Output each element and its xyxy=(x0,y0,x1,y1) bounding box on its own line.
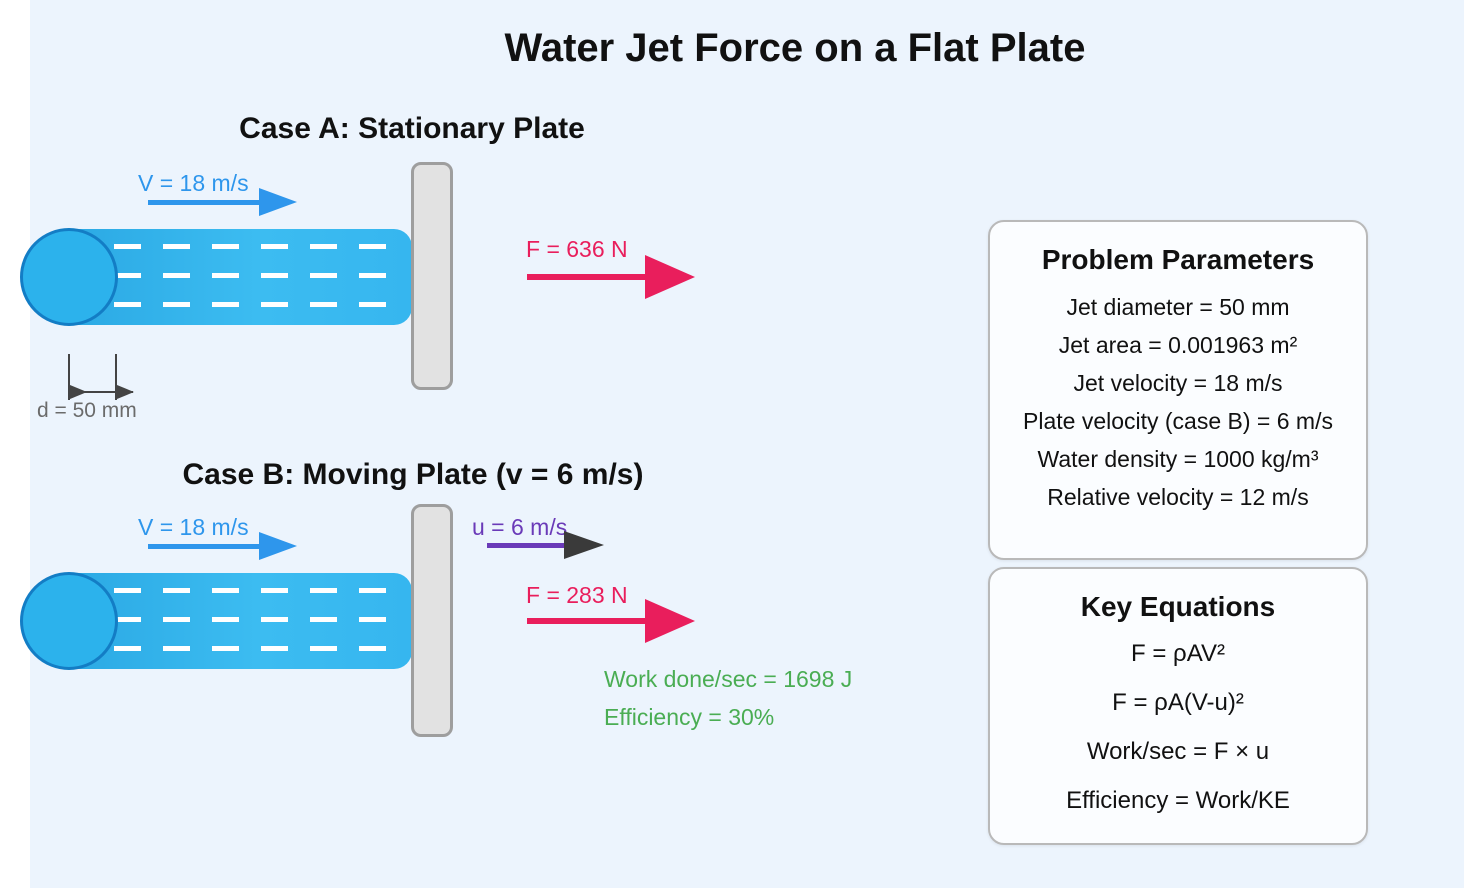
case-b-plate-velocity-arrowhead-icon xyxy=(564,531,604,559)
case-a-jet-velocity-arrow xyxy=(148,200,260,205)
case-b-plate-velocity-arrow xyxy=(487,543,566,548)
case-b-jet-velocity-label: V = 18 m/s xyxy=(138,514,249,540)
case-b-force-arrow xyxy=(527,618,647,624)
case-a-jet-velocity-label: V = 18 m/s xyxy=(138,170,249,196)
problem-parameters-title: Problem Parameters xyxy=(1041,244,1315,275)
case-a-heading: Case A: Stationary Plate xyxy=(239,112,585,145)
case-b-heading: Case B: Moving Plate (v = 6 m/s) xyxy=(182,458,644,491)
page-title: Water Jet Force on a Flat Plate xyxy=(504,26,1086,70)
parameter-item: Plate velocity (case B) = 6 m/s xyxy=(1023,408,1333,434)
dimension-line xyxy=(69,391,133,393)
equation-item: Efficiency = Work/KE xyxy=(1066,787,1290,814)
case-a-flat-plate xyxy=(411,162,453,390)
parameter-item: Water density = 1000 kg/m³ xyxy=(1037,446,1319,472)
case-a-force-label: F = 636 N xyxy=(526,236,628,262)
case-b-nozzle-circle xyxy=(20,572,118,670)
flow-dash-line xyxy=(114,588,398,593)
flow-dash-line xyxy=(114,273,398,278)
dimension-tick-left xyxy=(68,354,70,400)
case-b-flat-plate xyxy=(411,504,453,737)
case-b-water-jet xyxy=(69,573,412,669)
dimension-tick-right xyxy=(115,354,117,400)
equation-item: F = ρAV² xyxy=(1131,640,1225,667)
case-b-force-arrowhead-icon xyxy=(645,599,695,643)
key-equations-title: Key Equations xyxy=(1080,591,1276,622)
dimension-arrowhead-icon xyxy=(70,385,87,399)
case-a-water-jet xyxy=(69,229,412,325)
equation-item: Work/sec = F × u xyxy=(1086,738,1270,765)
case-b-jet-velocity-arrowhead-icon xyxy=(259,532,297,560)
key-equations-panel: Key Equations F = ρAV² F = ρA(V-u)² Work… xyxy=(988,567,1368,845)
case-a-force-arrowhead-icon xyxy=(645,255,695,299)
flow-dash-line xyxy=(114,302,398,307)
case-b-jet-velocity-arrow xyxy=(148,544,260,549)
work-per-second-value: Work done/sec = 1698 J xyxy=(604,666,853,692)
case-a-nozzle-circle xyxy=(20,228,118,326)
case-a-force-arrow xyxy=(527,274,647,280)
flow-dash-line xyxy=(114,646,398,651)
efficiency-value: Efficiency = 30% xyxy=(604,704,775,730)
case-a-jet-velocity-arrowhead-icon xyxy=(259,188,297,216)
equation-item: F = ρA(V-u)² xyxy=(1112,689,1244,716)
jet-diameter-label: d = 50 mm xyxy=(37,399,137,422)
problem-parameters-panel: Problem Parameters Jet diameter = 50 mm … xyxy=(988,220,1368,560)
parameter-item: Relative velocity = 12 m/s xyxy=(1047,484,1309,510)
flow-dash-line xyxy=(114,244,398,249)
flow-dash-line xyxy=(114,617,398,622)
case-b-plate-velocity-label: u = 6 m/s xyxy=(472,514,568,540)
case-b-force-label: F = 283 N xyxy=(526,582,628,608)
parameter-item: Jet velocity = 18 m/s xyxy=(1073,370,1283,396)
parameter-item: Jet diameter = 50 mm xyxy=(1066,294,1290,320)
dimension-arrowhead-icon xyxy=(117,385,134,399)
parameter-item: Jet area = 0.001963 m² xyxy=(1058,332,1298,358)
